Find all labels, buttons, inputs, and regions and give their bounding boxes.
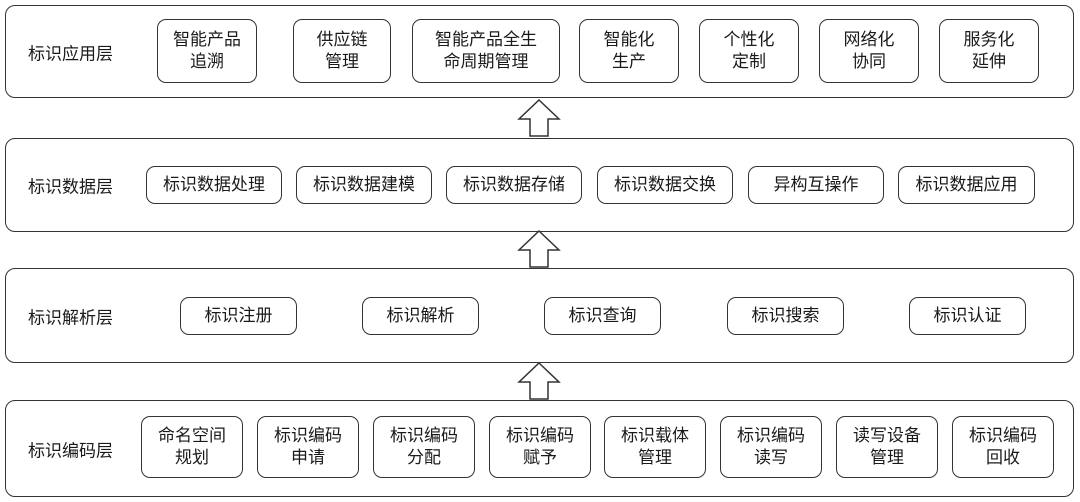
box-line: 标识搜索 <box>751 306 820 326</box>
app-box-1: 智能产品 追溯 <box>157 19 257 83</box>
layer-title: 标识编码层 <box>28 441 113 461</box>
data-box-4: 标识数据交换 <box>597 166 733 204</box>
resolution-box-4: 标识搜索 <box>727 297 844 335</box>
data-box-1: 标识数据处理 <box>146 166 282 204</box>
box-line: 回收 <box>986 448 1020 468</box>
resolution-box-3: 标识查询 <box>544 297 661 335</box>
box-line: 管理 <box>638 448 672 468</box>
box-line: 标识编码 <box>737 426 805 446</box>
layer-title: 标识解析层 <box>28 308 113 328</box>
app-box-4: 智能化 生产 <box>579 19 679 83</box>
up-arrow-icon <box>517 230 561 268</box>
resolution-box-1: 标识注册 <box>180 297 297 335</box>
box-line: 分配 <box>407 448 441 468</box>
layer-title: 标识应用层 <box>28 44 113 64</box>
encoding-box-2: 标识编码 申请 <box>257 416 359 478</box>
box-line: 申请 <box>291 448 325 468</box>
resolution-box-2: 标识解析 <box>362 297 479 335</box>
box-line: 标识数据处理 <box>163 175 265 195</box>
app-box-6: 网络化 协同 <box>819 19 919 83</box>
encoding-box-1: 命名空间 规划 <box>141 416 243 478</box>
box-line: 协同 <box>852 52 886 72</box>
box-line: 智能产品 <box>173 30 241 50</box>
encoding-box-4: 标识编码 赋予 <box>489 416 591 478</box>
box-line: 管理 <box>870 448 904 468</box>
box-line: 定制 <box>732 52 766 72</box>
box-line: 供应链 <box>316 30 368 50</box>
box-line: 标识数据存储 <box>463 175 565 195</box>
box-line: 标识注册 <box>204 306 273 326</box>
app-box-3: 智能产品全生 命周期管理 <box>412 19 560 83</box>
box-line: 个性化 <box>723 30 775 50</box>
data-box-6: 标识数据应用 <box>898 166 1035 204</box>
app-box-7: 服务化 延伸 <box>939 19 1039 83</box>
data-box-3: 标识数据存储 <box>446 166 582 204</box>
up-arrow-icon <box>517 362 561 400</box>
layer-data: 标识数据层 标识数据处理 标识数据建模 标识数据存储 标识数据交换 异构互操作 … <box>5 138 1074 232</box>
layer-title: 标识数据层 <box>28 177 113 198</box>
box-line: 智能化 <box>603 30 655 50</box>
encoding-box-3: 标识编码 分配 <box>373 416 475 478</box>
data-box-5: 异构互操作 <box>748 166 884 204</box>
data-box-2: 标识数据建模 <box>296 166 432 204</box>
box-line: 标识解析 <box>386 306 455 326</box>
box-line: 智能产品全生 <box>435 30 537 50</box>
box-line: 管理 <box>325 52 359 72</box>
layer-encoding: 标识编码层 命名空间 规划 标识编码 申请 标识编码 分配 标识编码 赋予 标识… <box>5 400 1074 497</box>
box-line: 标识查询 <box>568 306 637 326</box>
box-line: 读写设备 <box>853 426 921 446</box>
box-line: 追溯 <box>190 52 224 72</box>
app-box-5: 个性化 定制 <box>699 19 799 83</box>
box-line: 网络化 <box>843 30 895 50</box>
encoding-box-5: 标识载体 管理 <box>604 416 706 478</box>
up-arrow-icon <box>517 99 561 137</box>
box-line: 读写 <box>754 448 788 468</box>
box-line: 命周期管理 <box>443 52 529 72</box>
box-line: 延伸 <box>972 52 1006 72</box>
resolution-box-5: 标识认证 <box>909 297 1026 335</box>
layer-application: 标识应用层 智能产品 追溯 供应链 管理 智能产品全生 命周期管理 智能化 生产… <box>5 5 1074 98</box>
encoding-box-6: 标识编码 读写 <box>720 416 822 478</box>
box-line: 标识数据交换 <box>614 175 716 195</box>
box-line: 标识编码 <box>506 426 574 446</box>
box-line: 赋予 <box>523 448 557 468</box>
box-line: 标识编码 <box>969 426 1037 446</box>
box-line: 标识数据应用 <box>915 175 1018 195</box>
box-line: 标识编码 <box>390 426 458 446</box>
box-line: 生产 <box>612 52 646 72</box>
box-line: 标识数据建模 <box>313 175 415 195</box>
encoding-box-8: 标识编码 回收 <box>952 416 1054 478</box>
box-line: 命名空间 <box>158 426 226 446</box>
box-line: 标识认证 <box>933 306 1002 326</box>
encoding-box-7: 读写设备 管理 <box>836 416 938 478</box>
layer-resolution: 标识解析层 标识注册 标识解析 标识查询 标识搜索 标识认证 <box>5 268 1074 363</box>
app-box-2: 供应链 管理 <box>293 19 391 83</box>
box-line: 标识编码 <box>274 426 342 446</box>
box-line: 规划 <box>175 448 209 468</box>
box-line: 异构互操作 <box>773 175 859 195</box>
box-line: 服务化 <box>963 30 1015 50</box>
box-line: 标识载体 <box>621 426 689 446</box>
